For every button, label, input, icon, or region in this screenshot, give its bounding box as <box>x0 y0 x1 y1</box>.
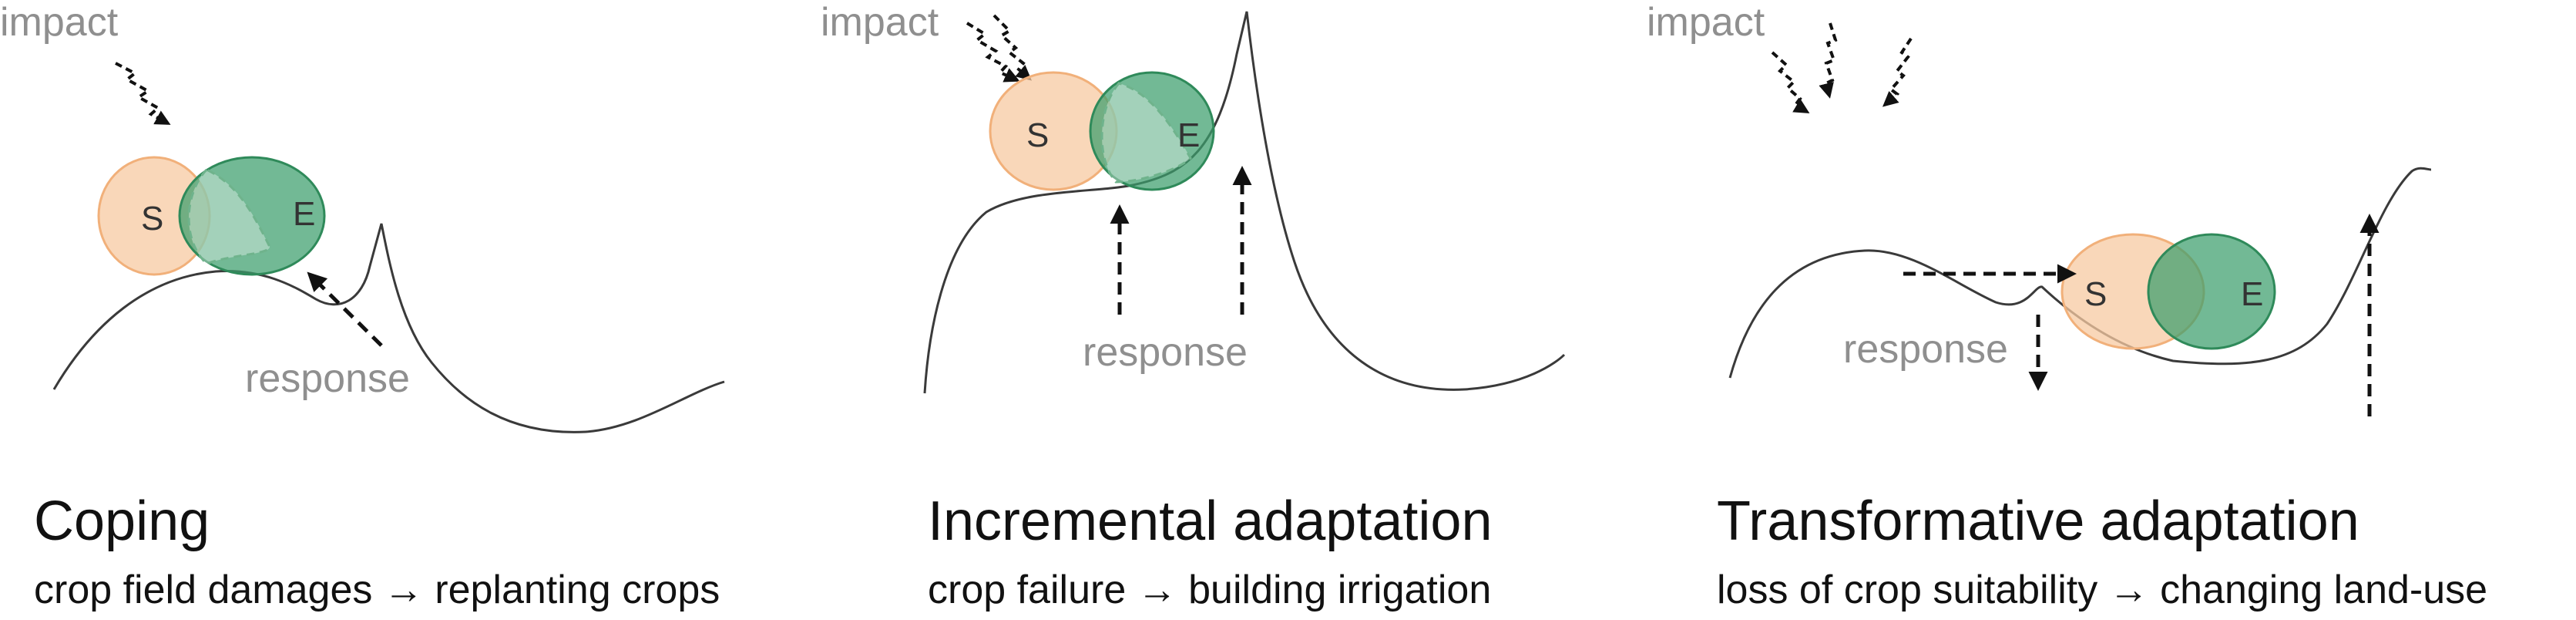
panel-subtitle: crop field damages → replanting crops <box>34 568 720 612</box>
e-label: E <box>293 195 315 233</box>
panel-subtitle: crop failure → building irrigation <box>928 568 1491 612</box>
landscape-curve-incremental <box>923 11 1566 394</box>
ecological-circle <box>178 156 326 276</box>
impact-bolt-icon <box>1771 22 1913 114</box>
e-label: E <box>1177 116 1200 154</box>
panel-transformative: impact S E response Transformative adapt… <box>1647 0 2487 612</box>
s-label: S <box>2084 275 2107 313</box>
system-state-transformative: S E <box>2060 233 2276 350</box>
response-arrow <box>307 271 383 347</box>
response-label: response <box>1843 327 2008 372</box>
impact-bolt-icon <box>115 62 171 125</box>
e-label: E <box>2241 275 2263 313</box>
ecological-circle <box>1089 71 1215 191</box>
panel-title: Incremental adaptation <box>928 490 1492 552</box>
impact-label: impact <box>0 0 119 45</box>
response-label: response <box>245 356 410 401</box>
panel-title: Coping <box>34 490 210 552</box>
panel-subtitle: loss of crop suitability → changing land… <box>1717 568 2487 612</box>
panel-incremental: impact S E response Incremental adaptati… <box>821 0 1566 612</box>
impact-label: impact <box>1647 0 1765 45</box>
system-state-coping: S E <box>97 156 326 276</box>
overlap-region <box>1100 82 1192 184</box>
landscape-curve-coping <box>52 223 725 433</box>
ecological-circle <box>2147 233 2276 350</box>
s-label: S <box>1026 116 1049 154</box>
overlap-region <box>187 168 271 265</box>
s-label: S <box>141 200 163 238</box>
panel-title: Transformative adaptation <box>1717 490 2359 552</box>
panel-coping: impact S E response Coping crop field da… <box>0 0 725 612</box>
impact-label: impact <box>821 0 939 45</box>
system-state-incremental: S E <box>989 71 1215 191</box>
impact-bolt-icon <box>966 14 1033 83</box>
response-label: response <box>1083 330 1248 375</box>
